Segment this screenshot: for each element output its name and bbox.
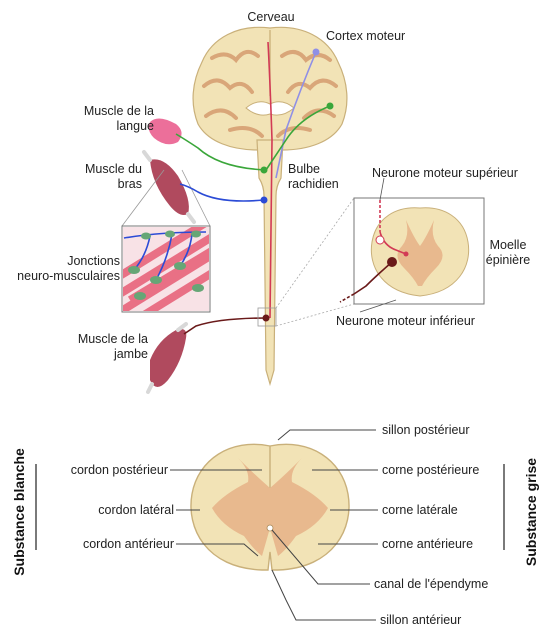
label-posterior-sulcus: sillon postérieur xyxy=(382,423,470,438)
label-leg-muscle: Muscle de la jambe xyxy=(56,332,148,362)
label-white-matter: Substance blanche xyxy=(11,437,27,587)
label-anterior-funiculus: cordon antérieur xyxy=(44,537,174,552)
label-anterior-horn: corne antérieure xyxy=(382,537,473,552)
label-tongue-muscle: Muscle de la langue xyxy=(56,104,154,134)
label-brain: Cerveau xyxy=(236,10,306,25)
leg-muscle-illustration xyxy=(148,324,186,392)
label-grey-matter: Substance grise xyxy=(523,437,539,587)
label-nmj: Jonctions neuro-musculaires xyxy=(2,254,120,284)
label-motor-cortex: Cortex moteur xyxy=(326,29,405,44)
blue-pathway xyxy=(180,184,264,201)
label-lateral-horn: corne latérale xyxy=(382,503,458,518)
label-central-canal: canal de l'épendyme xyxy=(374,577,488,592)
label-posterior-horn: corne postérieure xyxy=(382,463,479,478)
label-medulla: Bulbe rachidien xyxy=(288,162,339,192)
label-lower-motor-neuron: Neurone moteur inférieur xyxy=(336,314,475,329)
lower-neuron-pathway xyxy=(184,318,266,334)
label-upper-motor-neuron: Neurone moteur supérieur xyxy=(372,166,518,181)
label-arm-muscle: Muscle du bras xyxy=(70,162,142,192)
upper-neuron-pointer xyxy=(380,178,384,200)
label-spinal-cord: Moelle épinière xyxy=(478,238,538,268)
spinal-zoom xyxy=(258,198,484,326)
label-lateral-funiculus: cordon latéral xyxy=(44,503,174,518)
label-anterior-fissure: sillon antérieur xyxy=(380,613,461,628)
label-posterior-funiculus: cordon postérieur xyxy=(44,463,168,478)
spinal-cross-section xyxy=(191,444,349,570)
